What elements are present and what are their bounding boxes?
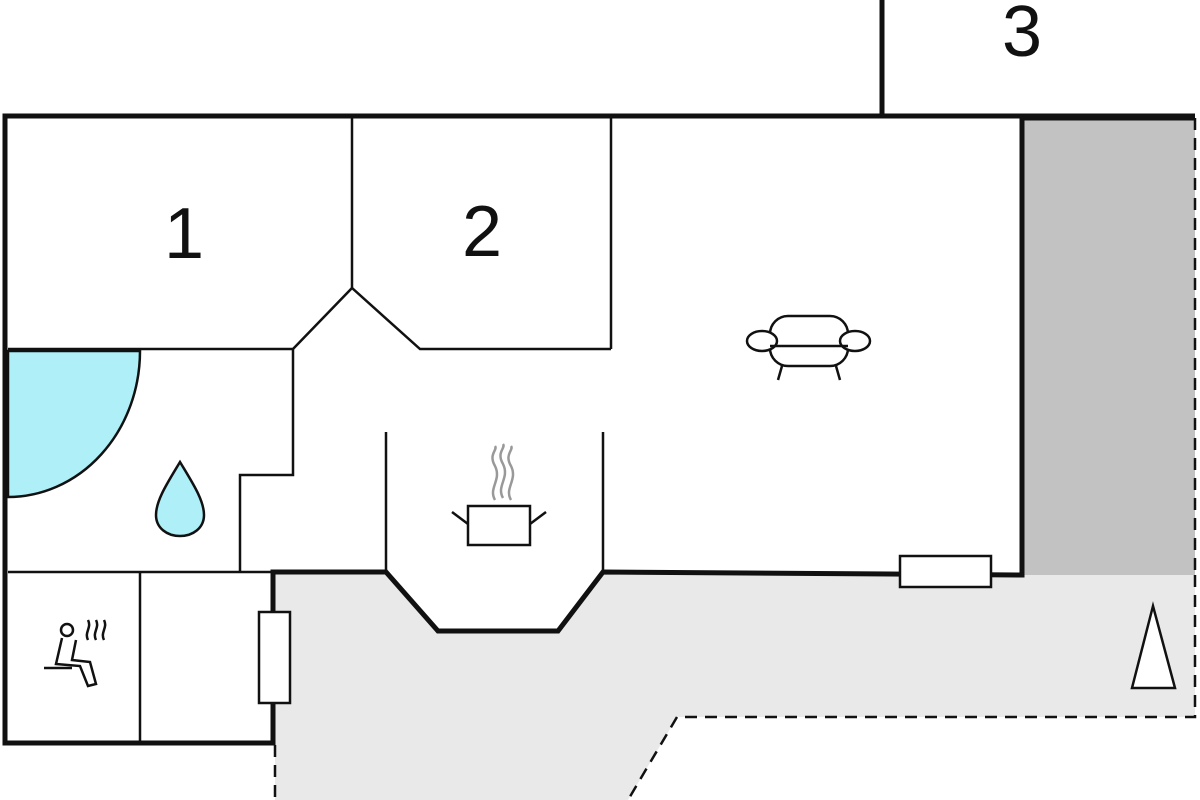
exterior-wall [2, 113, 1195, 746]
room-3-label: 3 [1002, 0, 1042, 72]
room-2-label: 2 [462, 192, 502, 272]
window-sauna-side [257, 610, 292, 705]
north-arrow-icon [1130, 601, 1177, 690]
shower-area [6, 349, 142, 499]
shower-drop-icon [154, 459, 206, 538]
sauna-icon [44, 619, 107, 688]
terrace-boundary [273, 575, 1197, 800]
interior-walls [8, 118, 613, 743]
carport-area [1022, 118, 1195, 575]
sofa-icon [745, 314, 872, 381]
room-1-label: 1 [164, 194, 204, 274]
cooking-pot-icon [451, 443, 547, 547]
terrace-area [275, 572, 1195, 800]
window-terrace [898, 554, 993, 589]
